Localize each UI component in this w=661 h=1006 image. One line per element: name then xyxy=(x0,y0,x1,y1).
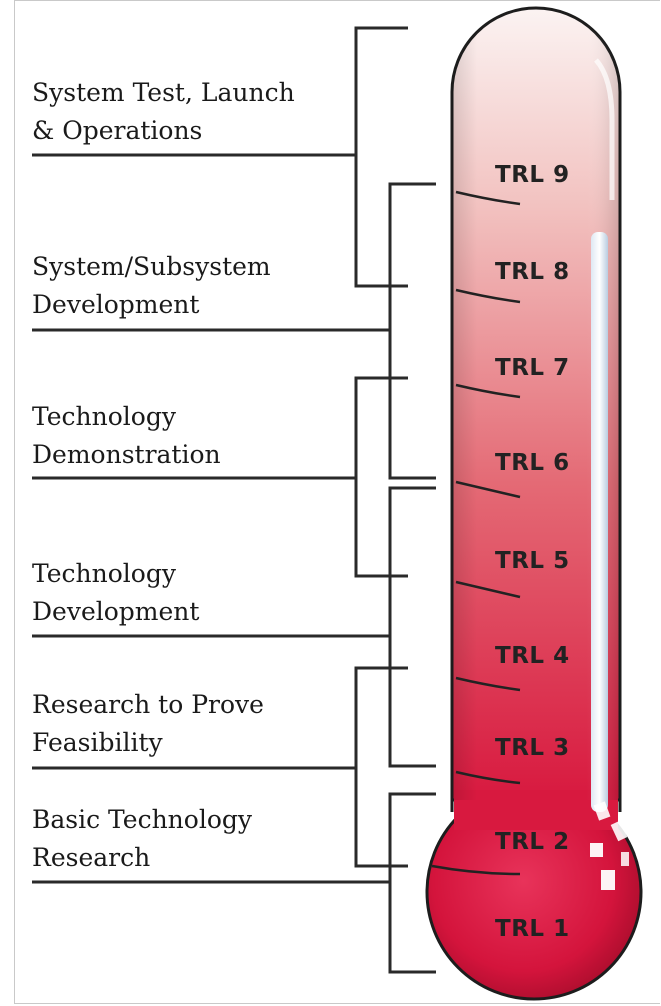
stage-label-line: Development xyxy=(32,290,200,319)
stage-label-line: Basic Technology xyxy=(32,805,253,834)
stage-label-basic-research: Basic Technology Research xyxy=(32,801,332,877)
stage-label-line: Feasibility xyxy=(32,728,163,757)
stage-label-line: System Test, Launch xyxy=(32,78,295,107)
stage-label-tech-development: Technology Development xyxy=(32,555,332,631)
diagram-frame xyxy=(14,0,660,1004)
stage-label-line: Development xyxy=(32,597,200,626)
stage-label-line: Research xyxy=(32,843,151,872)
stage-label-line: Technology xyxy=(32,559,176,588)
stage-label-line: Research to Prove xyxy=(32,690,264,719)
scale-ticks xyxy=(431,190,521,876)
trl-5-label: TRL 5 xyxy=(495,548,570,574)
stage-label-line: & Operations xyxy=(32,116,203,145)
stage-brackets xyxy=(32,26,436,974)
glass-highlight xyxy=(591,232,608,812)
trl-8-label: TRL 8 xyxy=(495,259,570,285)
stage-label-system-development: System/Subsystem Development xyxy=(32,248,332,324)
trl-9-label: TRL 9 xyxy=(495,162,570,188)
stage-label-line: System/Subsystem xyxy=(32,252,271,281)
trl-6-label: TRL 6 xyxy=(495,450,570,476)
stage-label-research-feasibility: Research to Prove Feasibility xyxy=(32,686,332,762)
stage-label-tech-demonstration: Technology Demonstration xyxy=(32,398,332,474)
trl-2-label: TRL 2 xyxy=(495,829,570,855)
trl-3-label: TRL 3 xyxy=(495,735,570,761)
stage-label-system-test: System Test, Launch & Operations xyxy=(32,74,332,150)
trl-4-label: TRL 4 xyxy=(495,643,570,669)
trl-1-label: TRL 1 xyxy=(495,916,570,942)
stage-label-line: Technology xyxy=(32,402,176,431)
trl-7-label: TRL 7 xyxy=(495,355,570,381)
stage-label-line: Demonstration xyxy=(32,440,221,469)
